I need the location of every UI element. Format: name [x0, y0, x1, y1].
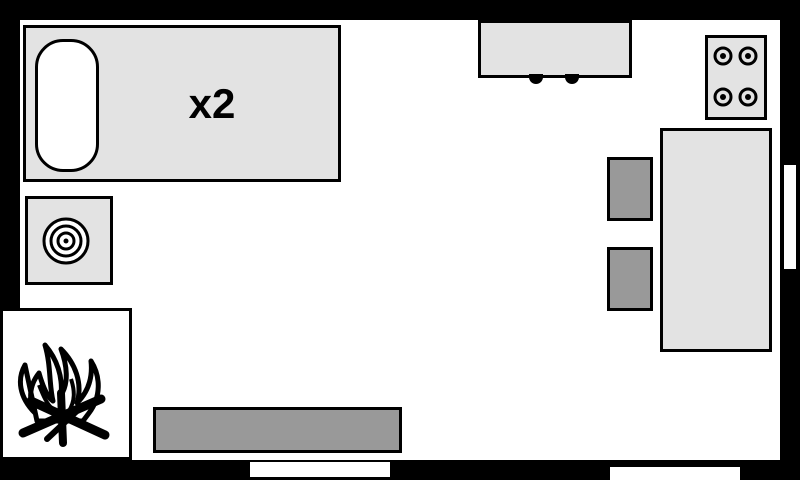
campfire-icon — [17, 342, 110, 447]
stove-icon[interactable] — [705, 35, 767, 120]
counter-stool-left — [529, 74, 543, 84]
counter-stool-right — [565, 74, 579, 84]
chair-icon-top[interactable] — [607, 157, 653, 221]
window-right — [784, 165, 796, 269]
bed-count-label: x2 — [188, 80, 236, 127]
campfire-area[interactable] — [0, 308, 132, 460]
bed-icon[interactable]: x2 — [23, 25, 341, 182]
window-bottom — [250, 462, 390, 477]
bench-icon[interactable] — [153, 407, 402, 453]
pillow-icon — [35, 39, 99, 172]
stove-burners-icon — [713, 46, 758, 107]
target-rings-icon — [42, 217, 90, 265]
target-icon[interactable] — [25, 196, 113, 285]
room-floor: x2 — [0, 20, 780, 460]
counter-icon[interactable] — [478, 20, 632, 84]
table-icon[interactable] — [660, 128, 772, 352]
chair-icon-bottom[interactable] — [607, 247, 653, 311]
door-bottom[interactable] — [610, 467, 740, 480]
